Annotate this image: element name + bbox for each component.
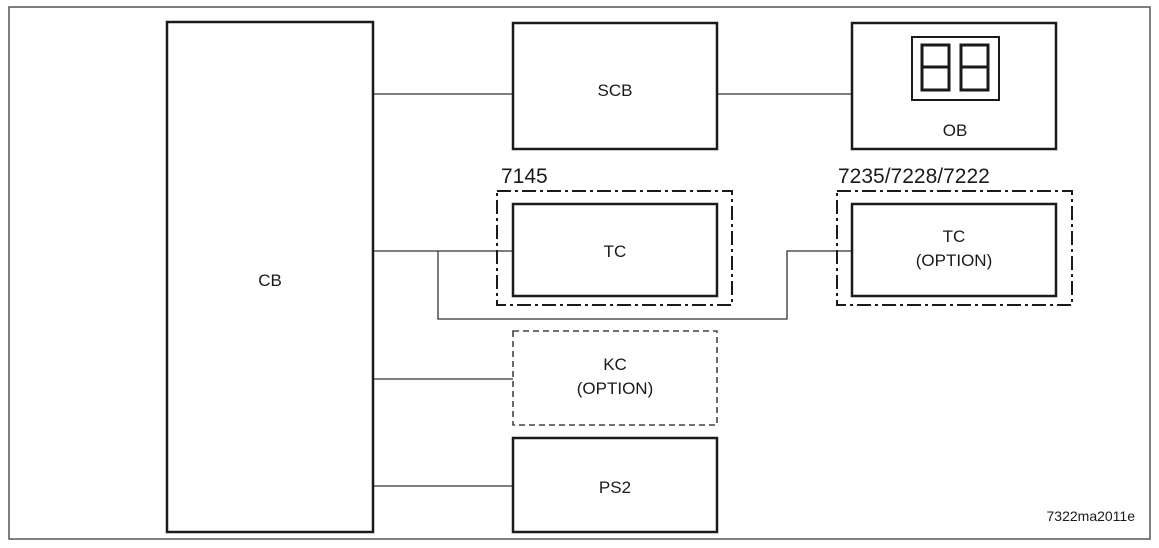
cb-block: CB bbox=[165, 20, 375, 534]
tc-option-sublabel: (OPTION) bbox=[916, 251, 993, 270]
cb-label: CB bbox=[258, 271, 282, 290]
scb-label: SCB bbox=[598, 81, 633, 100]
ps2-label: PS2 bbox=[599, 478, 631, 497]
group-7145-label: 7145 bbox=[501, 165, 548, 188]
wire-cb-tc-option bbox=[437, 250, 852, 320]
kc-block: KC (OPTION) bbox=[512, 330, 718, 426]
connection-wires bbox=[373, 93, 852, 487]
tc-option-block bbox=[850, 202, 1058, 298]
tc-option-label: TC bbox=[943, 227, 966, 246]
tc-label: TC bbox=[604, 242, 627, 261]
tc-block bbox=[511, 202, 719, 298]
group-7145: 7145 TC bbox=[496, 165, 733, 306]
kc-sublabel: (OPTION) bbox=[577, 379, 654, 398]
ob-label: OB bbox=[943, 121, 968, 140]
seven-segment-display bbox=[920, 43, 990, 92]
ps2-block: PS2 bbox=[511, 436, 719, 534]
group-7235-label: 7235/7228/7222 bbox=[838, 165, 990, 188]
kc-label: KC bbox=[603, 355, 627, 374]
diagram-frame bbox=[8, 6, 1151, 540]
figure-id: 7322ma2011e bbox=[1047, 508, 1136, 524]
scb-block: SCB bbox=[511, 21, 719, 151]
group-7235-7228-7222: 7235/7228/7222 TC (OPTION) bbox=[836, 165, 1073, 306]
ob-block: OB bbox=[850, 21, 1058, 151]
